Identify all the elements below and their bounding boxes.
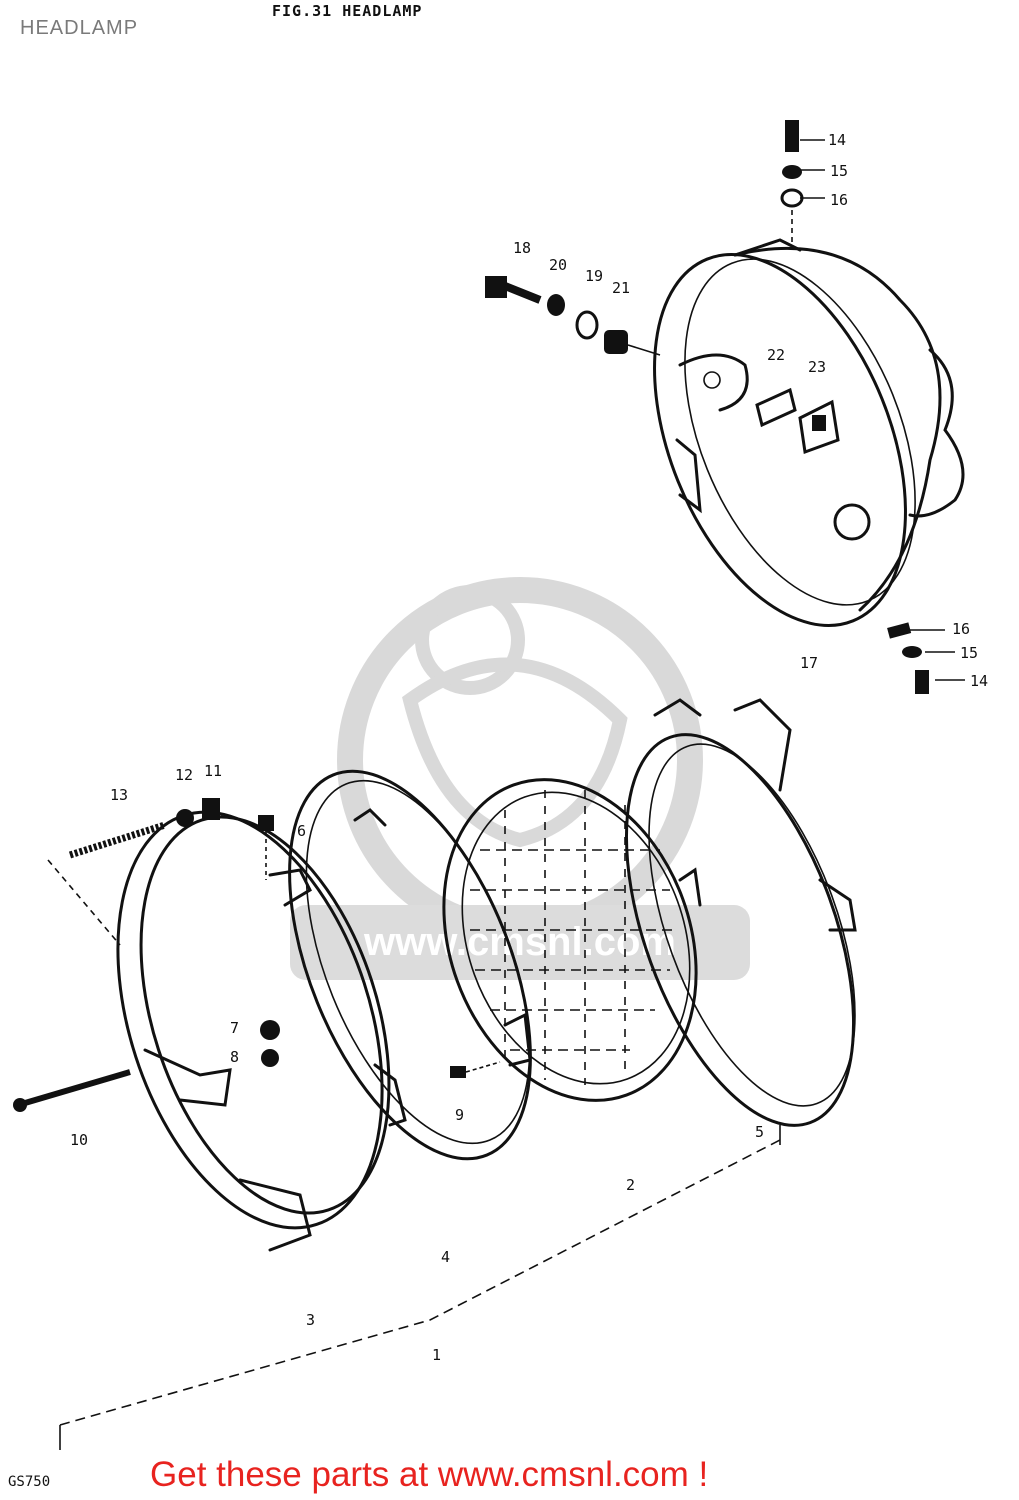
callout-17: 17 xyxy=(800,654,818,672)
callout-16-bottom: 16 xyxy=(952,620,970,638)
callout-9: 9 xyxy=(455,1106,464,1124)
callout-18: 18 xyxy=(513,239,531,257)
callout-13: 13 xyxy=(110,786,128,804)
callout-8: 8 xyxy=(230,1048,239,1066)
get-parts-link[interactable]: Get these parts at www.cmsnl.com ! xyxy=(150,1455,709,1494)
callout-14-bottom: 14 xyxy=(970,672,988,690)
callout-14-top: 14 xyxy=(828,131,846,149)
callout-19: 19 xyxy=(585,267,603,285)
callout-16-top: 16 xyxy=(830,191,848,209)
sealed-beam-unit-2 xyxy=(442,778,702,1102)
callout-15-bottom: 15 xyxy=(960,644,978,662)
watermark-text: www.cmsnl.com xyxy=(363,920,676,964)
callout-20: 20 xyxy=(549,256,567,274)
headlamp-housing-17 xyxy=(653,238,965,627)
callout-11: 11 xyxy=(204,762,222,780)
callout-23: 23 xyxy=(808,358,826,376)
figure-title: FIG.31 HEADLAMP xyxy=(272,2,423,20)
callout-1: 1 xyxy=(432,1346,441,1364)
callout-4: 4 xyxy=(441,1248,450,1266)
callout-10: 10 xyxy=(70,1131,88,1149)
hardware-parts xyxy=(13,120,965,1450)
callout-2: 2 xyxy=(626,1176,635,1194)
callout-5: 5 xyxy=(755,1123,764,1141)
headlamp-rim-5 xyxy=(624,698,857,1127)
model-code: GS750 xyxy=(8,1474,51,1490)
inner-ring-4 xyxy=(288,769,532,1161)
watermark-logo: www.cmsnl.com xyxy=(290,577,750,980)
callout-15-top: 15 xyxy=(830,162,848,180)
page-heading: HEADLAMP xyxy=(20,17,139,39)
callout-7: 7 xyxy=(230,1019,239,1037)
callout-6: 6 xyxy=(297,822,306,840)
outer-bezel-3 xyxy=(116,810,391,1252)
callout-12: 12 xyxy=(175,766,193,784)
callout-3: 3 xyxy=(306,1311,315,1329)
callout-21: 21 xyxy=(612,279,630,297)
callout-labels: 1 2 3 4 5 6 7 8 9 10 11 12 13 14 15 16 1… xyxy=(70,131,988,1364)
callout-22: 22 xyxy=(767,346,785,364)
